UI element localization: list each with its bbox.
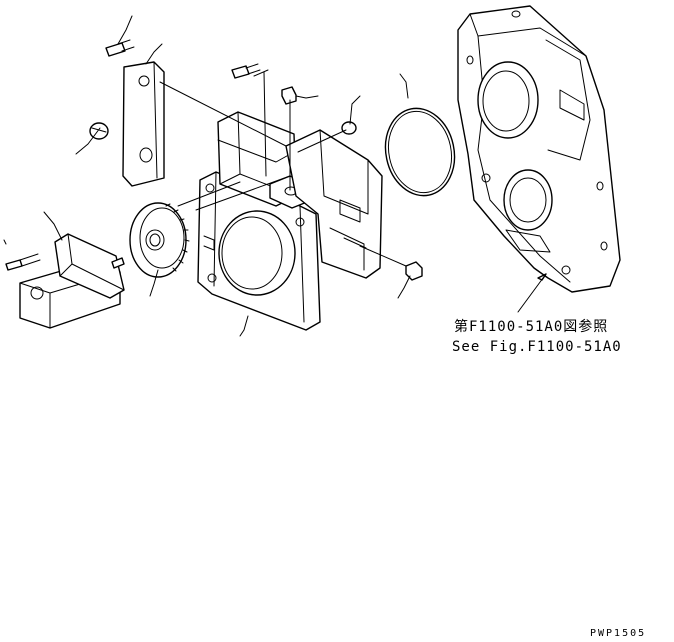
drawing-code: PWP1505 — [590, 628, 647, 639]
bolt-top-left — [105, 39, 135, 57]
gear — [129, 202, 190, 278]
rear-housing-body — [285, 129, 383, 279]
cover-plate — [122, 61, 165, 187]
figure-reference-english: See Fig.F1100-51A0 — [452, 339, 622, 355]
actuator-unit — [5, 233, 125, 329]
plug-left — [89, 122, 109, 140]
leader-lines — [3, 15, 547, 337]
figure-reference-japanese: 第F1100-51A0図参照 — [454, 319, 609, 335]
plug-center — [281, 86, 297, 105]
transmission-case — [457, 5, 621, 293]
bolt-center — [231, 63, 261, 79]
plug-right — [341, 121, 357, 135]
plug-lower-right — [405, 261, 423, 281]
o-ring — [384, 107, 456, 197]
main-housing — [197, 171, 321, 331]
